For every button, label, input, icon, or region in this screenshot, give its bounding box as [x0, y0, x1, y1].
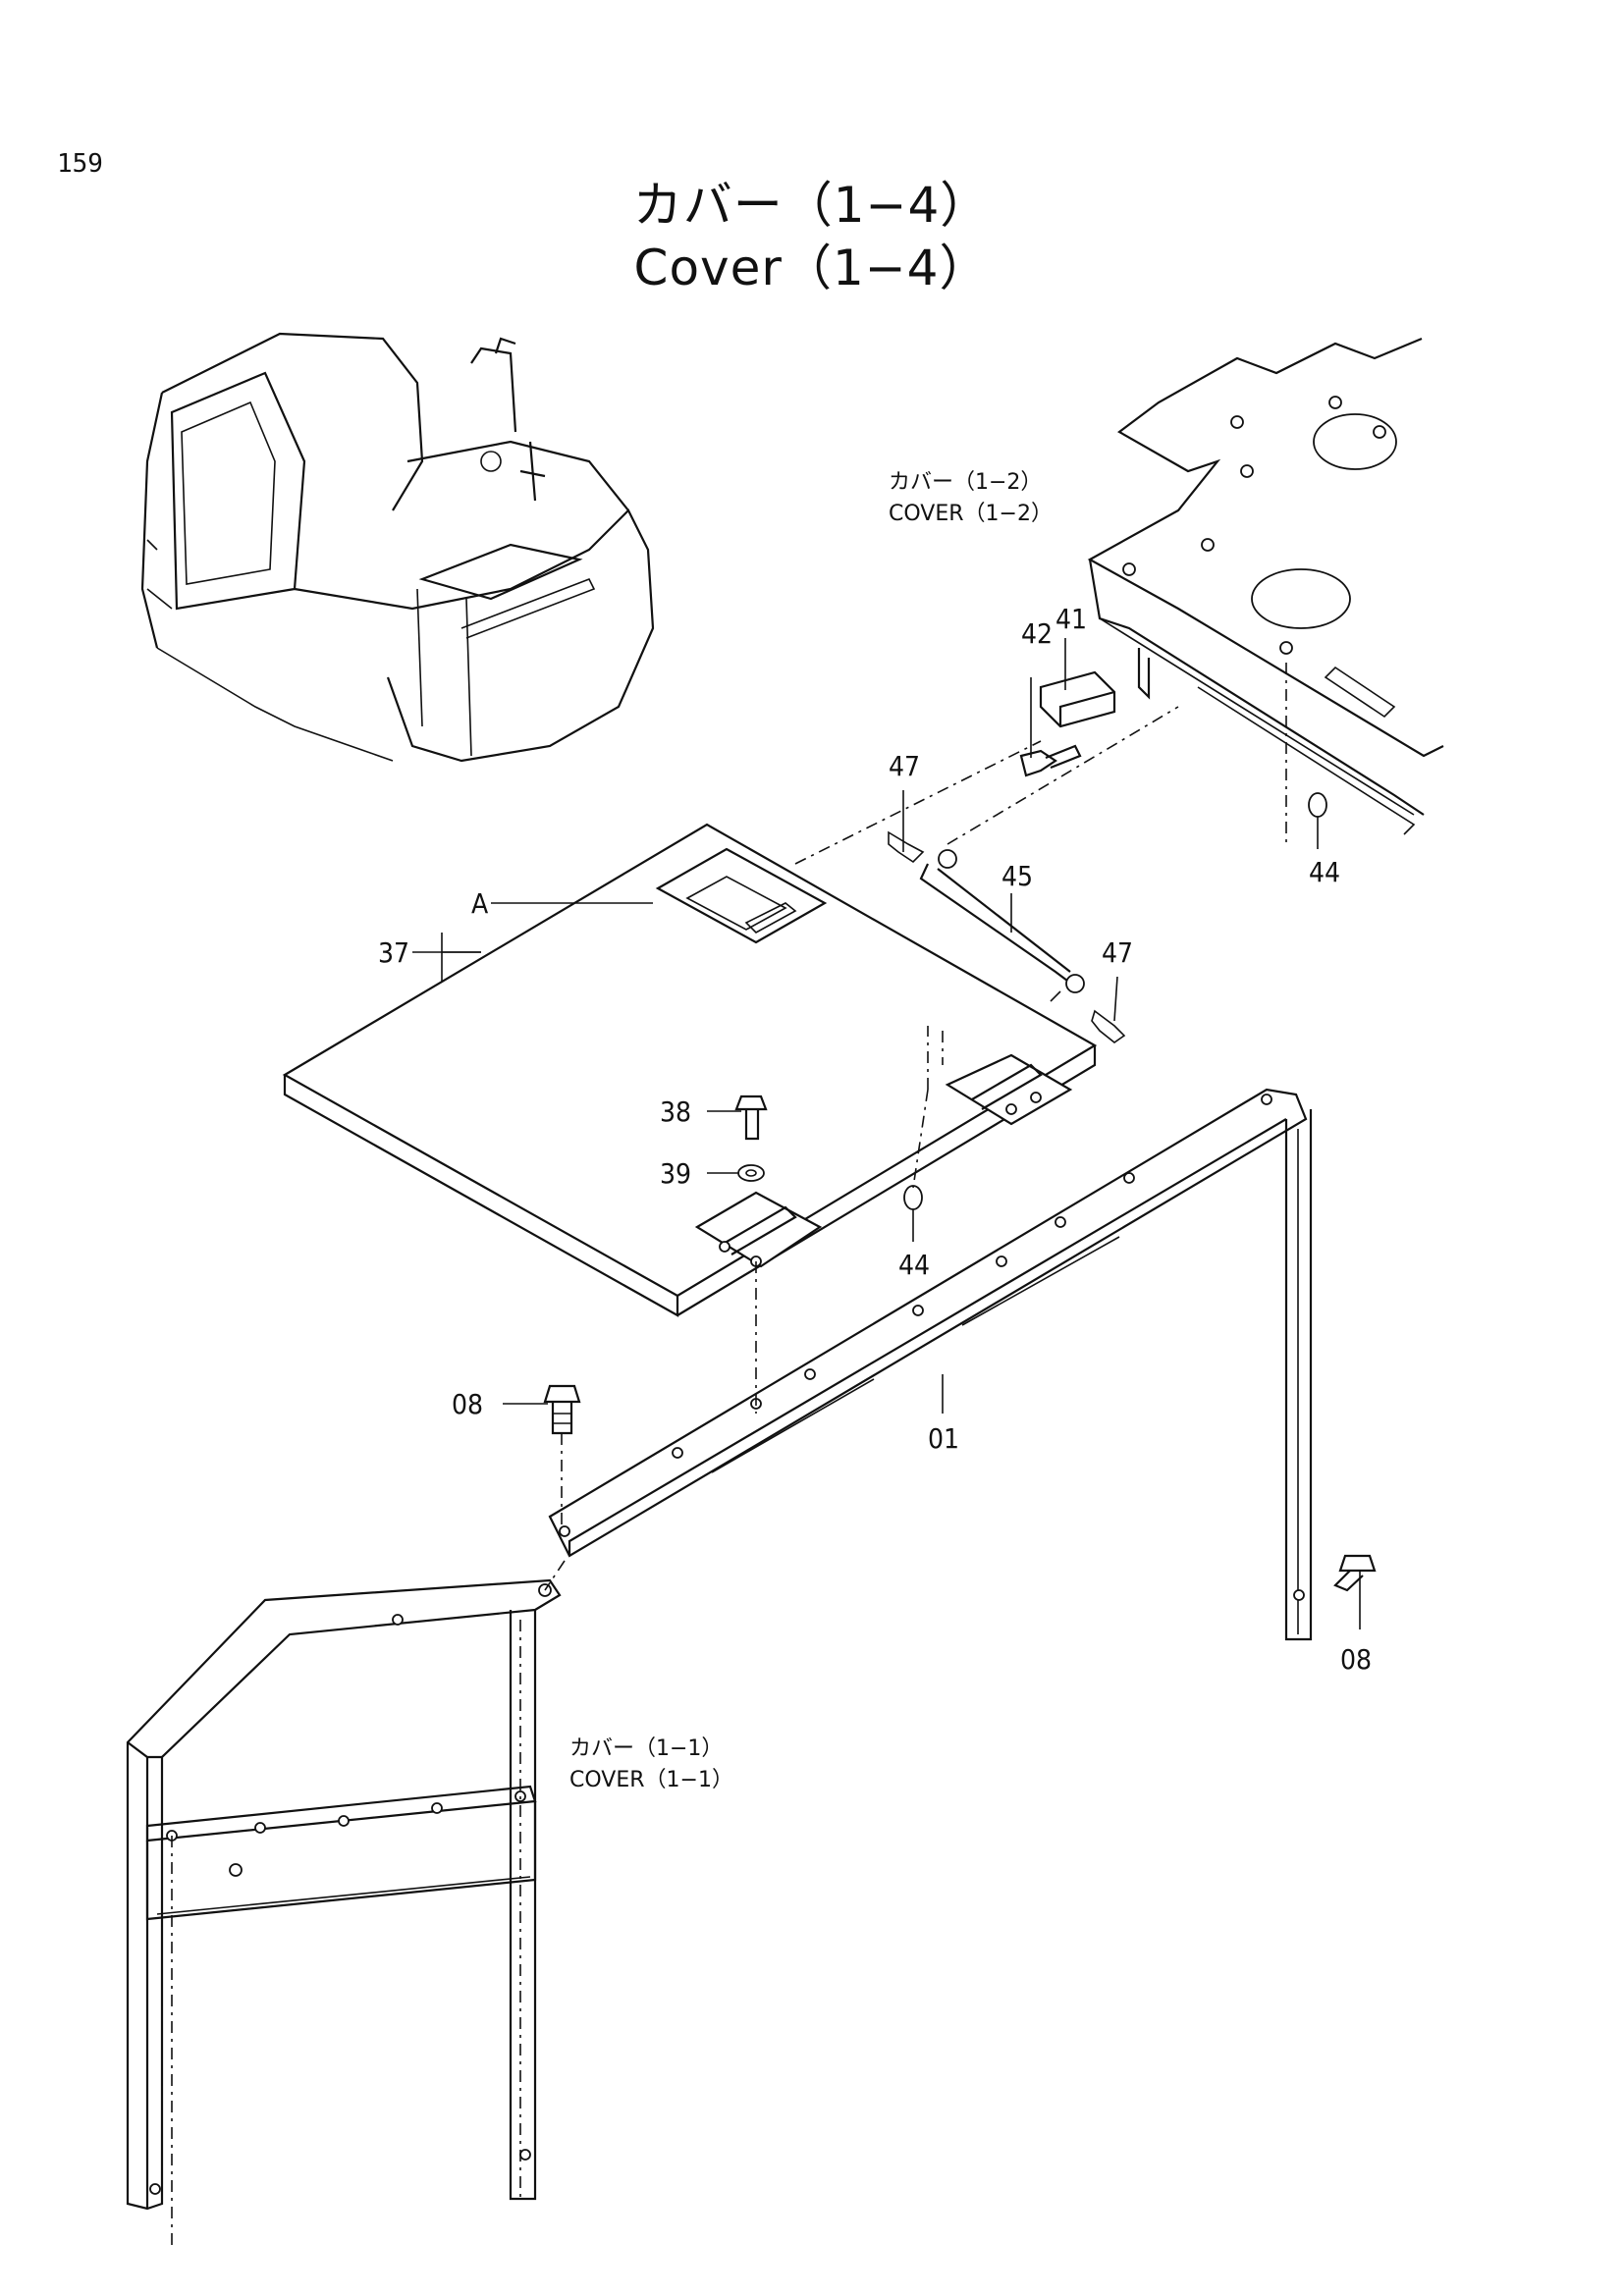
- washer-44-upper: [1308, 792, 1327, 818]
- frame-bracket-01: [548, 1088, 1313, 1641]
- stopper-41: [1039, 670, 1116, 728]
- leader-lines: [412, 638, 1361, 1629]
- excavator-overview: [140, 332, 655, 763]
- cover-lid-37: [282, 823, 1098, 1317]
- callout-37: 37: [378, 936, 409, 969]
- title-english: Cover（1−4）: [633, 240, 990, 296]
- callout-38: 38: [660, 1095, 691, 1128]
- ref-cover-1-1-jp: カバー（1−1）: [569, 1736, 723, 1761]
- callout-42: 42: [1021, 617, 1053, 650]
- callout-01: 01: [928, 1422, 959, 1455]
- clip-47-lower: [1091, 1009, 1126, 1043]
- rod-45: [919, 849, 1085, 1002]
- callout-39: 39: [660, 1157, 691, 1190]
- callout-45: 45: [1001, 860, 1033, 892]
- callout-47-lower: 47: [1102, 936, 1133, 969]
- side-frame-cover-1-1: [126, 1578, 562, 2248]
- callout-44-upper: 44: [1309, 856, 1340, 888]
- callout-08-right: 08: [1340, 1643, 1372, 1676]
- callout-08-left: 08: [452, 1388, 483, 1420]
- ref-cover-1-1-en: COVER（1−1）: [569, 1768, 733, 1792]
- callout-A: A: [471, 887, 489, 920]
- page-number: 159: [57, 149, 103, 179]
- callout-41: 41: [1055, 603, 1087, 635]
- bolt-08-right: [1333, 1554, 1377, 1592]
- bolt-42: [1019, 744, 1082, 777]
- washer-39: [737, 1164, 765, 1182]
- callout-47-upper: 47: [889, 750, 920, 782]
- clip-47-upper: [888, 830, 925, 864]
- bolt-38: [734, 1095, 768, 1141]
- ref-cover-1-2-jp: カバー（1−2）: [889, 470, 1042, 495]
- title-japanese: カバー（1−4）: [632, 177, 991, 234]
- floor-plate-cover-1-2: [1087, 337, 1444, 844]
- bolt-08-left: [543, 1384, 581, 1435]
- ref-cover-1-2-en: COVER（1−2）: [889, 502, 1053, 526]
- callout-44-lower: 44: [898, 1249, 930, 1281]
- washer-44-lower: [903, 1185, 923, 1210]
